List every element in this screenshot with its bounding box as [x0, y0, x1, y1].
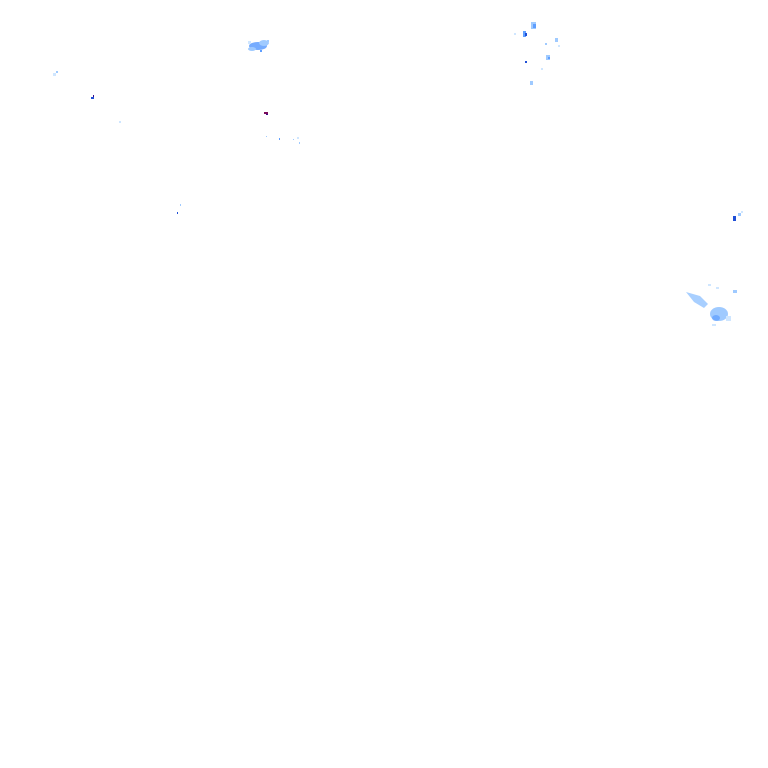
echo-cluster-south-east [686, 284, 737, 326]
echo-speck-extreme [264, 112, 268, 115]
echo-cluster-north-east [514, 22, 560, 85]
echo-speck-faint [119, 121, 121, 123]
echo-cluster-north-west [248, 40, 269, 52]
echo-speck-south-west [177, 204, 181, 214]
echo-speck-west [53, 71, 58, 76]
echo-speck-heavy-west [91, 95, 94, 99]
echo-speck-east [733, 211, 743, 221]
echo-scatter-central [266, 136, 300, 144]
